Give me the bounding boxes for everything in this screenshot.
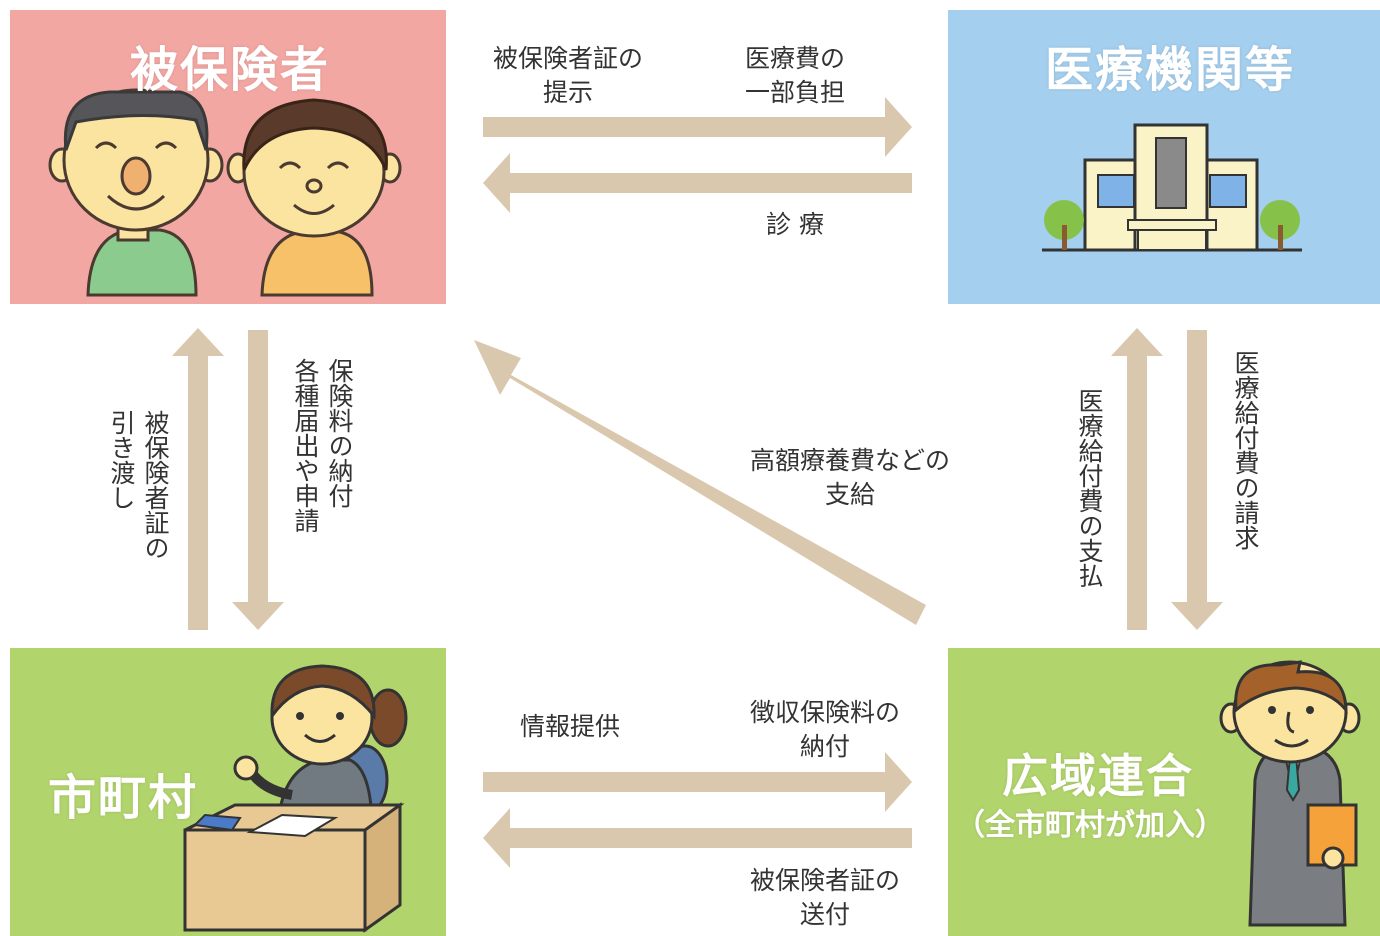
- elderly-man-icon: [48, 88, 224, 297]
- arrow-down-left: [232, 330, 284, 630]
- hospital-building-icon: [1042, 123, 1302, 252]
- label-premium-transfer: 徴収保険料の納付: [749, 698, 900, 761]
- medical-title: 医療機関等: [1045, 42, 1296, 98]
- label-partial-payment: 医療費の一部負担: [744, 44, 845, 107]
- municipality-title: 市町村: [48, 770, 199, 826]
- office-desk-icon: [183, 802, 405, 933]
- label-info-provide: 情報提供: [519, 712, 620, 741]
- elderly-woman-icon: [226, 98, 402, 297]
- arrow-up-left: [172, 328, 224, 630]
- insured-title: 被保険者: [130, 42, 331, 98]
- arrow-up-right: [1111, 328, 1163, 630]
- arrow-diagonal: [474, 340, 926, 625]
- arrow-down-right: [1171, 330, 1223, 630]
- label-premium-payment: 保険料の納付各種届出や申請: [291, 358, 354, 533]
- label-benefit-claim: 医療給付費の請求: [1231, 350, 1260, 550]
- arrow-to-medical: [483, 97, 912, 157]
- businessman-icon: [1219, 660, 1361, 927]
- label-present-card: 被保険者証の提示: [492, 44, 643, 107]
- label-card-send: 被保険者証の送付: [749, 866, 900, 929]
- label-treatment: 診 療: [766, 210, 824, 239]
- label-card-delivery: 被保険者証の引き渡し: [107, 410, 170, 560]
- label-benefit-payment: 医療給付費の支払: [1075, 388, 1104, 588]
- arrow-to-municipality: [483, 808, 912, 868]
- arrow-to-insured: [483, 153, 912, 213]
- arrow-to-union: [483, 752, 912, 812]
- union-title: 広域連合: [1002, 749, 1194, 803]
- union-subtitle: （全市町村が加入）: [955, 808, 1225, 843]
- label-high-cost: 高額療養費などの支給: [749, 446, 950, 509]
